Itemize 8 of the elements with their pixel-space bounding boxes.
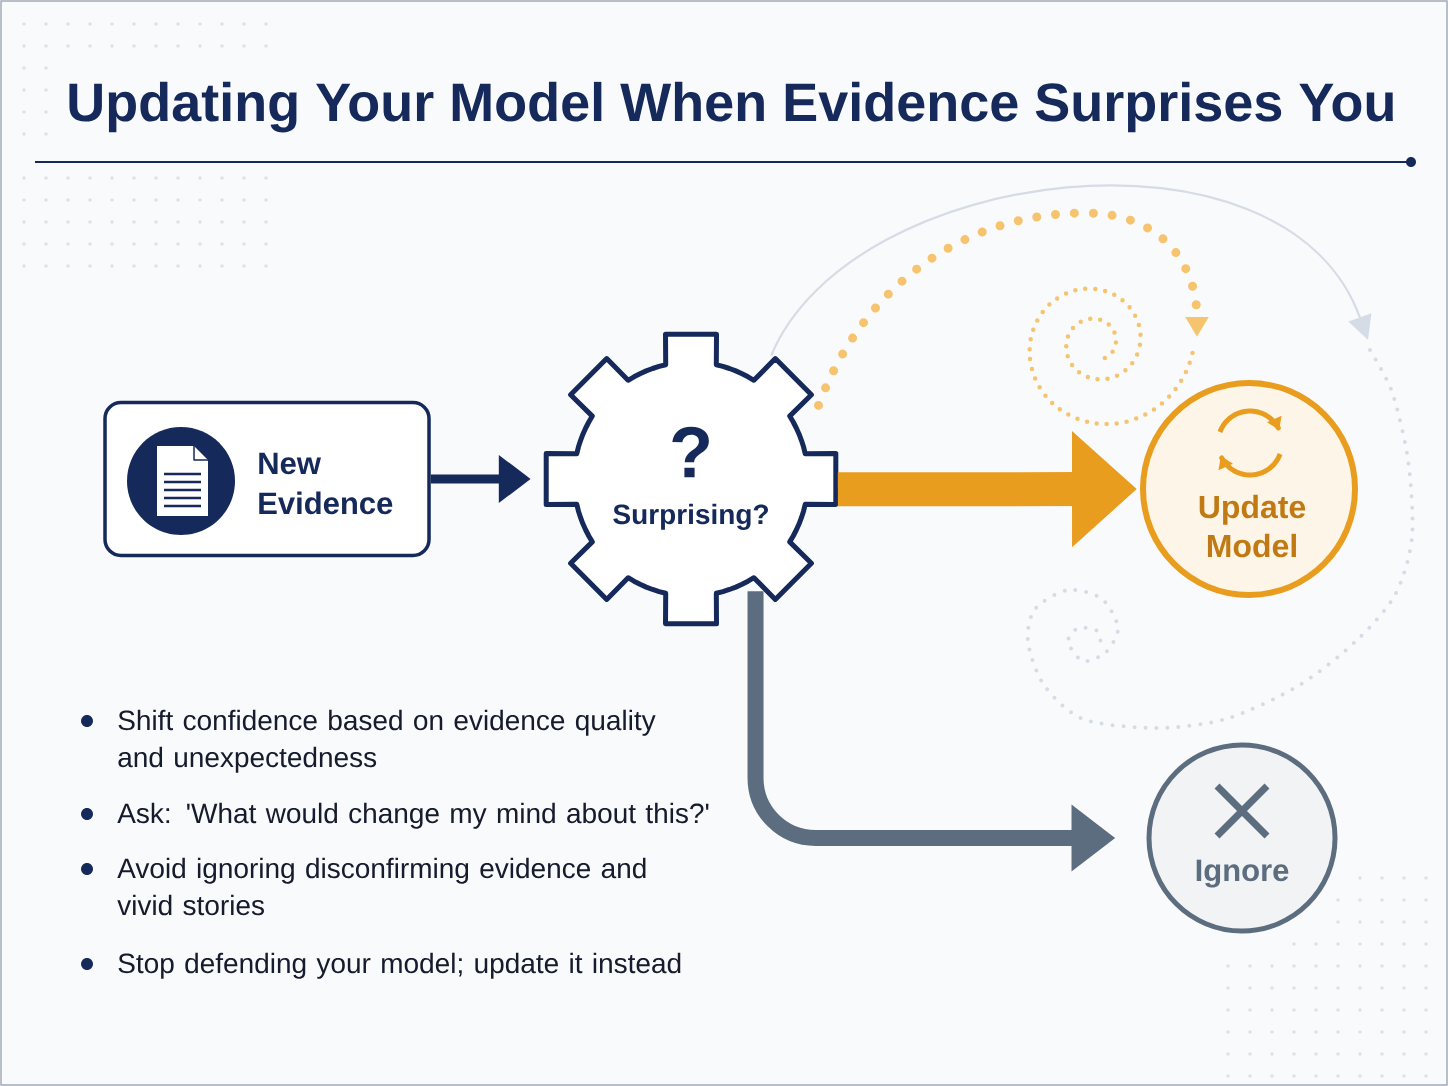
decision-gear: ? Surprising?: [543, 331, 839, 627]
title: Updating Your Model When Evidence Surprises You: [69, 81, 1393, 133]
list-item: Shift confidence based on evidence quality and unexpectedness: [118, 709, 656, 773]
list-item: Avoid ignoring disconfirming evidence and vivid stories: [117, 857, 646, 916]
list-item: Stop defending your model; update it instead: [118, 952, 681, 979]
list-item: Ask: 'What would change my mind about this?': [117, 802, 709, 829]
dotted-arrow: [814, 208, 1209, 410]
curved-arrow: [770, 184, 1372, 357]
